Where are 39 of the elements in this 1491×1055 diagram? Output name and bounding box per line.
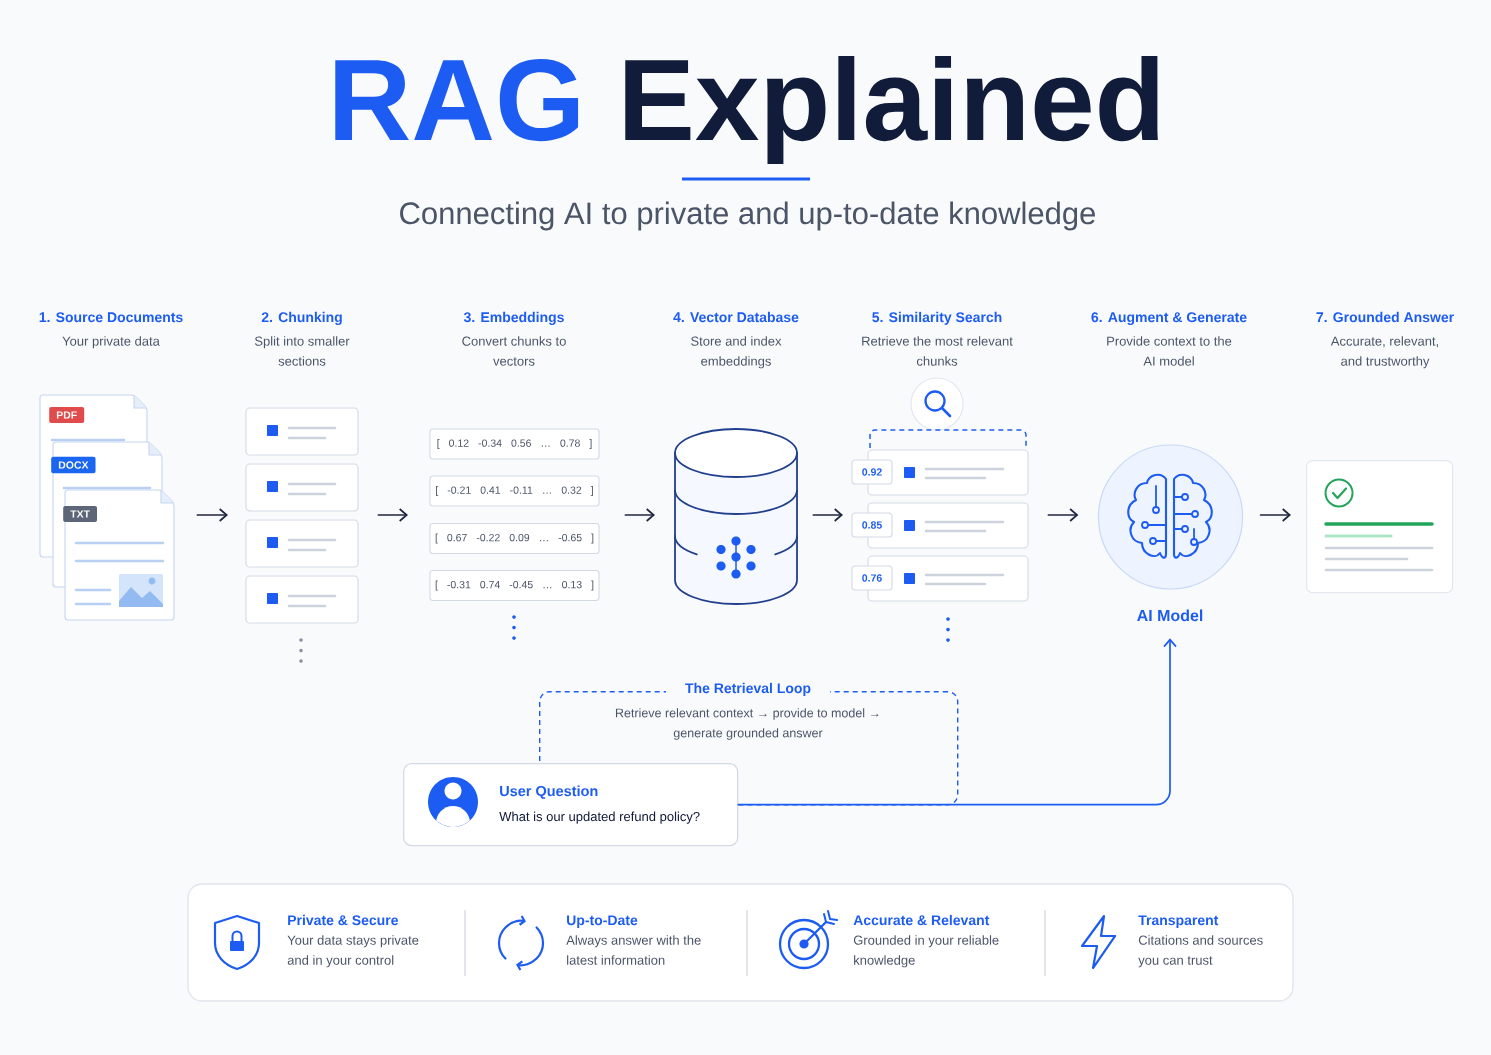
vector-box: [ -0.21 0.41 -0.11 … 0.32 ] (429, 475, 600, 507)
feature-description: Grounded in your reliable knowledge (853, 935, 999, 968)
step-heading: 6. Augment & Generate (1091, 312, 1247, 325)
arrow (1047, 508, 1079, 522)
caption-label: AI Model (1137, 609, 1203, 622)
step-description: Split into smaller sections (254, 336, 350, 366)
step-heading: 3. Embeddings (463, 311, 564, 325)
feature-description: Your data stays private and in your control (287, 935, 419, 968)
vector-box: [ -0.31 0.74 -0.45 … 0.13 ] (429, 569, 600, 602)
step-description: Your private data (62, 336, 160, 349)
arrow (196, 508, 228, 522)
step-description: Convert chunks to vectors (462, 336, 566, 366)
step-description: Accurate, relevant, and trustworthy (1330, 336, 1438, 369)
step-description: Store and index embeddings (691, 336, 782, 369)
step-heading: 1. Source Documents (39, 312, 183, 323)
arrow (812, 508, 843, 522)
feature-description: Citations and sources you can trust (1138, 935, 1263, 968)
feature-title: Transparent (1138, 915, 1219, 928)
feature-description: Always answer with the latest information (566, 935, 701, 965)
arrow (624, 508, 655, 522)
score-badge: 0.92 (851, 459, 893, 485)
score-badge: 0.76 (851, 565, 893, 591)
step-heading: 7. Grounded Answer (1316, 311, 1454, 323)
arrow (377, 508, 408, 522)
arrow (1259, 508, 1291, 522)
step-heading: 2. Chunking (261, 311, 342, 325)
feature-title: Accurate & Relevant (853, 914, 990, 926)
feature-title: Private & Secure (288, 914, 398, 926)
vector-box: [ 0.67 -0.22 0.09 … -0.65 ] (429, 522, 600, 555)
step-heading: 4. Vector Database (673, 311, 799, 323)
step-heading: 5. Similarity Search (872, 311, 1002, 325)
score-badge: 0.85 (851, 512, 893, 538)
vector-box: [ 0.12 -0.34 0.56 … 0.78 ] (429, 428, 600, 460)
step-description: Retrieve the most relevant chunks (862, 336, 1013, 366)
question-text: What is our updated refund policy? (499, 811, 700, 824)
title: RAG Explained (335, 55, 1158, 165)
feature-title: Up-to-Date (567, 915, 638, 928)
step-description: Provide context to the AI model (1107, 336, 1232, 366)
subtitle: Connecting AI to private and up-to-date knowledge (400, 201, 1095, 231)
